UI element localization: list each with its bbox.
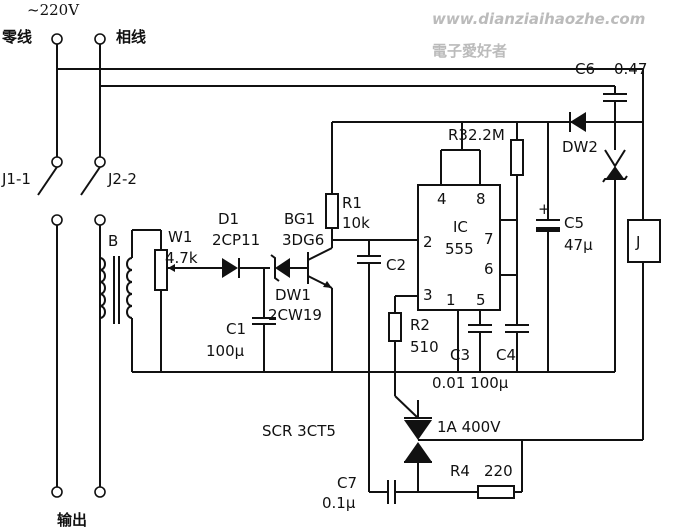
pin4-label: 4 xyxy=(437,190,447,208)
ic-label: IC xyxy=(453,218,468,236)
relay-contacts xyxy=(37,156,106,498)
r1-value: 10k xyxy=(342,214,370,232)
zener-dw2-ground xyxy=(602,149,628,372)
r4-label: R4 xyxy=(450,462,470,480)
zener-dw1 xyxy=(252,254,308,372)
c5-plus: + xyxy=(538,200,551,218)
c6-label: C6 xyxy=(575,60,595,78)
watermark-url: www.dianziaihaozhe.com xyxy=(432,10,645,28)
output-label: 输出 xyxy=(57,511,87,529)
resistor-r2 xyxy=(388,312,419,419)
r3-label: R32.2M xyxy=(448,126,505,144)
c1-value: 100μ xyxy=(206,342,245,360)
capacitor-c2 xyxy=(332,239,418,492)
d1-label: D1 xyxy=(218,210,239,228)
r1-label: R1 xyxy=(342,194,362,212)
dw1-label: DW1 xyxy=(275,286,311,304)
scr-value: 1A 400V xyxy=(437,418,501,436)
capacitor-c5 xyxy=(536,122,560,372)
pin2-label: 2 xyxy=(423,233,433,251)
c5-label: C5 xyxy=(564,214,584,232)
pin7-label: 7 xyxy=(484,230,494,248)
c2-label: C2 xyxy=(386,256,406,274)
pin1-label: 1 xyxy=(446,291,456,309)
pin5-label: 5 xyxy=(476,291,486,309)
c4-label: C4 xyxy=(496,346,516,364)
scr-3ct5 xyxy=(404,400,643,492)
resistor-r1 xyxy=(325,122,339,229)
power-lines xyxy=(51,33,643,157)
c3-c4-values: 0.01 100μ xyxy=(432,374,509,392)
scr-label: SCR 3CT5 xyxy=(262,422,336,440)
r2-value: 510 xyxy=(410,338,439,356)
c7-value: 0.1μ xyxy=(322,494,356,512)
c5-value: 47μ xyxy=(564,236,593,254)
pin3-label: 3 xyxy=(423,286,433,304)
snubber-c7-r4 xyxy=(369,440,523,504)
capacitor-c6 xyxy=(603,86,627,150)
resistor-r3 xyxy=(510,122,524,176)
potentiometer-w1 xyxy=(132,229,222,372)
diode-d1 xyxy=(222,258,270,278)
neutral-label: 零线 xyxy=(1,28,32,46)
c7-label: C7 xyxy=(337,474,357,492)
phase-label: 相线 xyxy=(116,28,146,46)
bg1-label: BG1 xyxy=(284,210,315,228)
relay-j xyxy=(627,219,661,440)
transistor-bg1 xyxy=(307,228,333,372)
d1-value: 2CP11 xyxy=(212,231,260,249)
j1-label: J1-1 xyxy=(1,170,31,188)
w1-value: 4.7k xyxy=(165,249,198,267)
watermark-chinese: 電子愛好者 xyxy=(432,42,507,60)
capacitor-c4 xyxy=(505,275,529,372)
transformer-label: B xyxy=(108,232,118,250)
w1-label: W1 xyxy=(168,228,192,246)
pin6-label: 6 xyxy=(484,260,494,278)
j2-label: J2-2 xyxy=(107,170,137,188)
pin8-label: 8 xyxy=(476,190,486,208)
ic-555 xyxy=(394,122,518,372)
relay-label: J xyxy=(635,233,640,251)
ic-value: 555 xyxy=(445,240,474,258)
dw2-label: DW2 xyxy=(562,138,598,156)
diode-dw2 xyxy=(548,112,615,132)
r2-label: R2 xyxy=(410,316,430,334)
voltage-label: ~220V xyxy=(27,1,80,19)
dw1-value: 2CW19 xyxy=(268,306,322,324)
bg1-value: 3DG6 xyxy=(282,231,324,249)
c1-label: C1 xyxy=(226,320,246,338)
c3-label: C3 xyxy=(450,346,470,364)
r4-value: 220 xyxy=(484,462,513,480)
c6-value: 0.47 xyxy=(614,60,647,78)
transformer-b xyxy=(99,230,133,372)
